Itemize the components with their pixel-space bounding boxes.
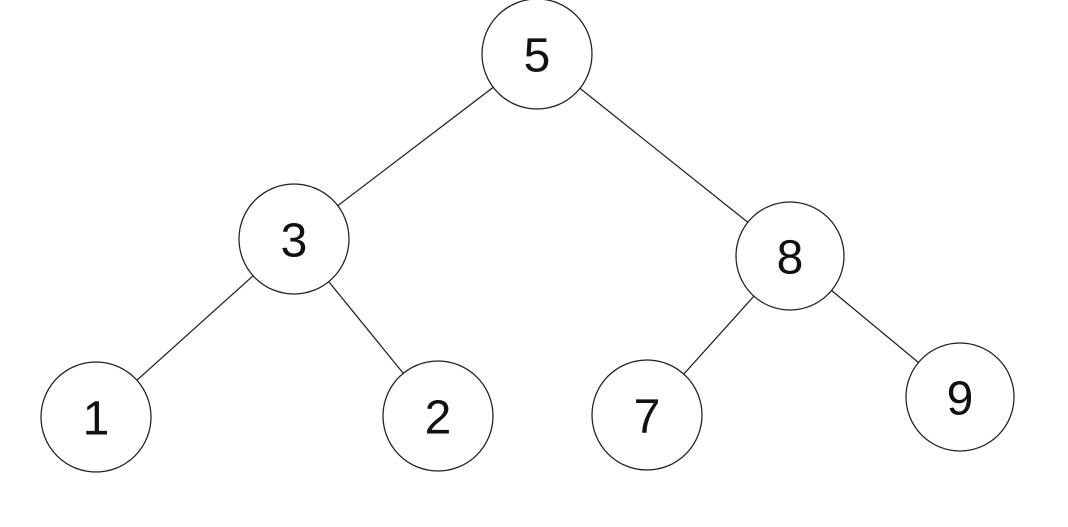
tree-node-circle-2 — [382, 360, 494, 472]
nodes-layer: 5 3 8 1 2 7 9 — [40, 0, 1015, 473]
tree-node-5: 5 — [481, 0, 593, 110]
tree-node-circle-5 — [481, 0, 593, 110]
tree-node-8: 8 — [735, 201, 845, 311]
tree-node-label-5: 5 — [524, 29, 551, 82]
tree-node-label-9: 9 — [947, 372, 974, 425]
tree-node-3: 3 — [238, 183, 350, 295]
tree-node-1: 1 — [40, 361, 152, 473]
tree-node-7: 7 — [591, 359, 703, 471]
tree-node-circle-9 — [905, 342, 1015, 452]
tree-node-label-8: 8 — [777, 231, 804, 284]
tree-node-label-7: 7 — [634, 390, 661, 443]
tree-node-circle-3 — [238, 183, 350, 295]
tree-node-circle-1 — [40, 361, 152, 473]
tree-node-2: 2 — [382, 360, 494, 472]
tree-node-label-1: 1 — [83, 392, 110, 445]
tree-node-circle-7 — [591, 359, 703, 471]
tree-node-label-2: 2 — [425, 391, 452, 444]
tree-node-9: 9 — [905, 342, 1015, 452]
tree-node-label-3: 3 — [281, 214, 308, 267]
tree-node-circle-8 — [735, 201, 845, 311]
